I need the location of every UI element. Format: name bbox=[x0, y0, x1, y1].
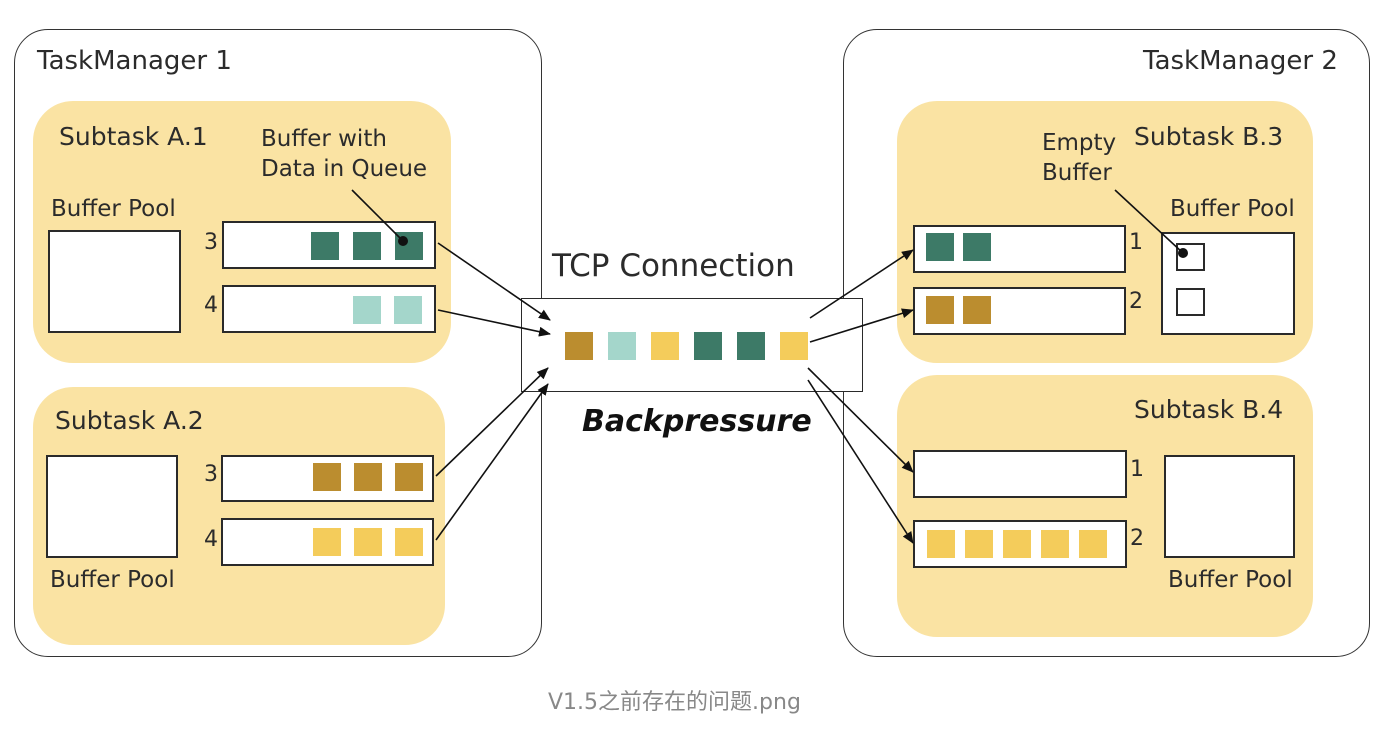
arrow-a1-q3-to-tcp bbox=[437, 242, 551, 321]
arrow-a2-q3-to-tcp bbox=[435, 367, 549, 477]
arrow-a1-q4-to-tcp bbox=[437, 309, 551, 337]
subtask-b3-pool-label: Buffer Pool bbox=[1170, 196, 1295, 222]
tcp-buffer-4 bbox=[694, 332, 722, 360]
subtask-a1-queue4-number: 4 bbox=[204, 293, 218, 318]
subtask-b3-annotation-line2: Buffer bbox=[1042, 160, 1112, 186]
a1-q3-buffer-1 bbox=[311, 232, 339, 260]
subtask-a2-queue3-number: 3 bbox=[204, 462, 218, 487]
taskmanager-2-title: TaskManager 2 bbox=[1143, 46, 1338, 76]
image-caption: V1.5之前存在的问题.png bbox=[548, 690, 801, 715]
a2-q4-buffer-3 bbox=[395, 528, 423, 556]
tcp-buffer-6 bbox=[780, 332, 808, 360]
subtask-b3-annotation-line1: Empty bbox=[1042, 130, 1117, 156]
subtask-a1-title: Subtask A.1 bbox=[59, 122, 208, 151]
subtask-b3-queue1-number: 1 bbox=[1129, 230, 1143, 255]
subtask-b4-buffer-pool bbox=[1164, 455, 1295, 558]
subtask-a2-pool-label: Buffer Pool bbox=[50, 567, 175, 593]
subtask-b3-buffer-pool bbox=[1161, 232, 1295, 335]
annotation-pointer-a1-dot bbox=[398, 236, 408, 246]
tcp-buffer-1 bbox=[565, 332, 593, 360]
a1-q3-buffer-2 bbox=[353, 232, 381, 260]
b4-q2-buffer-4 bbox=[1041, 530, 1069, 558]
subtask-a1-pool-label: Buffer Pool bbox=[51, 196, 176, 222]
empty-buffer-2 bbox=[1176, 288, 1205, 316]
tcp-buffer-2 bbox=[608, 332, 636, 360]
subtask-a1-buffer-pool bbox=[48, 230, 181, 333]
a2-q4-buffer-2 bbox=[354, 528, 382, 556]
subtask-b3-title: Subtask B.3 bbox=[1134, 122, 1284, 151]
arrow-tcp-to-b3-q1 bbox=[809, 249, 914, 319]
backpressure-label: Backpressure bbox=[582, 404, 812, 439]
subtask-b4-queue1-number: 1 bbox=[1130, 457, 1144, 482]
b3-q2-buffer-2 bbox=[963, 296, 991, 324]
a2-q3-buffer-2 bbox=[354, 463, 382, 491]
annotation-pointer-a1 bbox=[351, 189, 403, 241]
annotation-pointer-b3 bbox=[1114, 189, 1184, 254]
b4-q2-buffer-1 bbox=[927, 530, 955, 558]
b3-q1-buffer-2 bbox=[963, 233, 991, 261]
subtask-a1-queue3-number: 3 bbox=[204, 230, 218, 255]
a1-q4-buffer-2 bbox=[394, 296, 422, 324]
a2-q3-buffer-3 bbox=[395, 463, 423, 491]
subtask-b4-queue1 bbox=[913, 450, 1127, 498]
taskmanager-1-title: TaskManager 1 bbox=[37, 46, 232, 76]
subtask-a1-queue4 bbox=[222, 285, 436, 333]
arrow-tcp-to-b3-q2 bbox=[809, 308, 914, 343]
arrow-tcp-to-b4-q1 bbox=[807, 367, 914, 473]
subtask-a2-title: Subtask A.2 bbox=[55, 406, 204, 435]
subtask-a1-annotation-line1: Buffer with bbox=[261, 126, 387, 152]
subtask-a2-queue4-number: 4 bbox=[204, 527, 218, 552]
subtask-b3-queue2-number: 2 bbox=[1129, 289, 1143, 314]
a2-q3-buffer-1 bbox=[313, 463, 341, 491]
subtask-b4-title: Subtask B.4 bbox=[1134, 395, 1284, 424]
b4-q2-buffer-5 bbox=[1079, 530, 1107, 558]
subtask-b4-queue2-number: 2 bbox=[1130, 526, 1144, 551]
b3-q1-buffer-1 bbox=[926, 233, 954, 261]
b4-q2-buffer-2 bbox=[965, 530, 993, 558]
tcp-buffer-3 bbox=[651, 332, 679, 360]
b3-q2-buffer-1 bbox=[926, 296, 954, 324]
arrow-tcp-to-b4-q2 bbox=[807, 379, 914, 544]
tcp-connection-title: TCP Connection bbox=[552, 248, 795, 284]
subtask-a1-annotation-line2: Data in Queue bbox=[261, 156, 428, 182]
tcp-buffer-5 bbox=[737, 332, 765, 360]
b4-q2-buffer-3 bbox=[1003, 530, 1031, 558]
arrow-a2-q4-to-tcp bbox=[435, 383, 549, 541]
subtask-b4-pool-label: Buffer Pool bbox=[1168, 567, 1293, 593]
a2-q4-buffer-1 bbox=[313, 528, 341, 556]
a1-q4-buffer-1 bbox=[353, 296, 381, 324]
subtask-a2-buffer-pool bbox=[46, 455, 178, 558]
